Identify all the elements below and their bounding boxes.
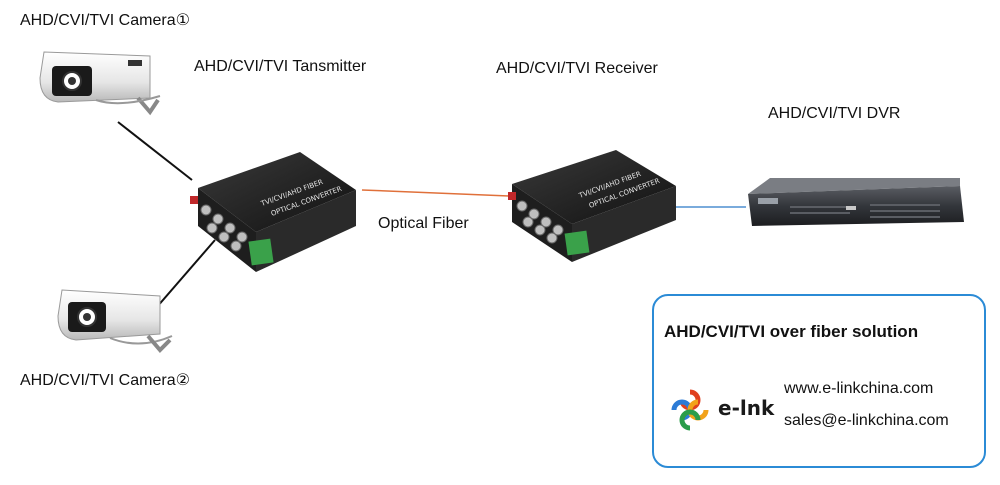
brand-name: e-lnk bbox=[718, 396, 775, 420]
transmitter-device: TVI/CVI/AHD FIBER OPTICAL CONVERTER bbox=[190, 152, 356, 272]
dvr-device bbox=[748, 178, 964, 226]
card-title: AHD/CVI/TVI over fiber solution bbox=[664, 322, 919, 341]
website-text: www.e-linkchina.com bbox=[784, 380, 934, 397]
camera1-label: AHD/CVI/TVI Camera① bbox=[20, 12, 190, 29]
receiver-device: TVI/CVI/AHD FIBER OPTICAL CONVERTER bbox=[508, 150, 676, 262]
solution-card: AHD/CVI/TVI over fiber solution e-lnk ww… bbox=[652, 294, 986, 468]
transmitter-label: AHD/CVI/TVI Tansmitter bbox=[194, 58, 367, 75]
optical-fiber-line bbox=[361, 189, 511, 197]
camera1-icon bbox=[39, 51, 161, 116]
dvr-label: AHD/CVI/TVI DVR bbox=[768, 105, 901, 122]
receiver-label: AHD/CVI/TVI Receiver bbox=[496, 60, 658, 77]
camera2-icon bbox=[57, 289, 173, 353]
e-link-logo-icon bbox=[671, 389, 709, 431]
camera1-cable bbox=[117, 121, 193, 181]
email-text: sales@e-linkchina.com bbox=[784, 412, 949, 429]
camera2-label: AHD/CVI/TVI Camera② bbox=[20, 372, 190, 389]
optical-fiber-label: Optical Fiber bbox=[378, 215, 469, 232]
camera2-cable bbox=[149, 239, 216, 316]
